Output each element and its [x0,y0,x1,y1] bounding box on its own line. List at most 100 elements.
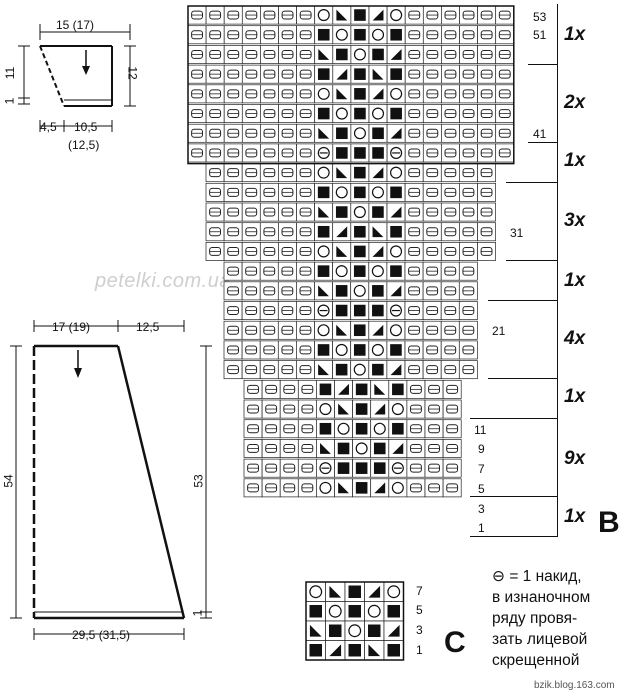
stitch-cell [350,123,370,143]
chart-b-row-5: 5 [478,482,485,496]
stitch-cell [458,281,478,301]
stitch-cell [332,281,352,301]
stitch-cell [205,25,225,45]
stitch-cell [422,143,442,163]
stitch-cell [459,64,478,84]
stitch-cell [344,601,365,622]
stitch-cell [422,222,442,242]
stitch-cell [205,222,225,242]
stitch-cell [440,182,460,202]
stitch-cell [259,182,279,202]
stitch-cell [297,478,317,498]
stitch-cell [205,242,225,261]
stitch-cell [422,182,442,202]
stitch-cell [364,640,385,661]
stitch-cell [424,478,444,498]
stitch-cell [368,261,388,281]
stitch-cell [386,84,406,104]
stitch-cell [386,222,406,242]
chart-b-row-3: 3 [478,502,485,516]
legend: ⊖ = 1 накид, в изнаночном ряду провя- за… [492,566,630,671]
stitch-cell [388,399,408,419]
watermark: petelki.com.ua [95,270,231,292]
repeat-1x: 1x [564,386,586,407]
stitch-cell [316,399,335,419]
repeat-2x: 2x [564,92,586,113]
stitch-cell [440,163,460,183]
stitch-cell [296,104,316,123]
stitch-cell [459,182,478,202]
stitch-cell [223,320,243,340]
chart-b-row-1: 1 [478,521,485,535]
stitch-cell [404,301,424,320]
stitch-cell [368,281,388,301]
stitch-cell [278,64,297,84]
repeat-9x: 9x [564,448,586,469]
stitch-cell [277,301,297,320]
repeat-3x: 3x [564,210,586,231]
stitch-cell [388,439,408,458]
body-schematic [10,320,212,640]
stitch-cell [352,478,372,498]
stitch-cell [422,84,442,104]
sleeve-bottom-left: 4,5 [40,120,57,134]
stitch-cell [386,143,406,163]
stitch-cell [332,320,352,340]
stitch-cell [344,581,365,602]
stitch-cell [404,281,424,301]
stitch-cell [223,261,243,281]
stitch-cell [424,458,444,478]
source-mark: bzik.blog.163.com [534,680,615,691]
stitch-cell [422,123,442,143]
stitch-cell [277,340,297,360]
stitch-cell [458,301,478,320]
stitch-cell [332,123,352,143]
stitch-cell [279,458,299,478]
stitch-cell [332,182,352,202]
stitch-cell [404,5,424,25]
stitch-cell [297,439,317,458]
stitch-cell [422,320,442,340]
stitch-cell [243,399,263,419]
stitch-cell [334,478,353,498]
stitch-cell [388,458,408,478]
stitch-cell [223,340,243,360]
stitch-cell [334,379,353,399]
stitch-cell [350,360,370,380]
stitch-cell [386,25,406,45]
body-top-right: 12,5 [136,320,160,334]
stitch-cell [314,64,334,84]
repeat-1x: 1x [564,150,586,171]
stitch-cell [477,143,497,163]
stitch-cell [458,320,478,340]
stitch-cell [314,301,333,320]
chart-b-outline [187,5,515,165]
stitch-cell [296,301,315,320]
stitch-cell [441,64,460,84]
body-bottom-width: 29,5 (31,5) [72,628,131,642]
chart-b-row-51: 51 [533,28,547,42]
stitch-cell [459,143,478,163]
stitch-cell [458,340,478,360]
stitch-cell [441,25,460,45]
stitch-cell [364,601,385,622]
stitch-cell [223,360,243,380]
stitch-cell [424,379,444,399]
stitch-cell [386,301,406,320]
stitch-cell [325,601,346,622]
stitch-cell [187,25,207,45]
stitch-cell [442,458,462,478]
stitch-cell [261,379,281,399]
stitch-cell [441,45,460,64]
stitch-cell [368,25,388,45]
stitch-cell [241,242,261,261]
stitch-cell [344,640,365,661]
stitch-cell [278,143,297,163]
stitch-cell [260,25,279,45]
stitch-cell [334,399,353,419]
stitch-cell [458,360,478,380]
repeat-divider [488,300,558,301]
stitch-cell [477,104,497,123]
stitch-cell [279,419,299,439]
